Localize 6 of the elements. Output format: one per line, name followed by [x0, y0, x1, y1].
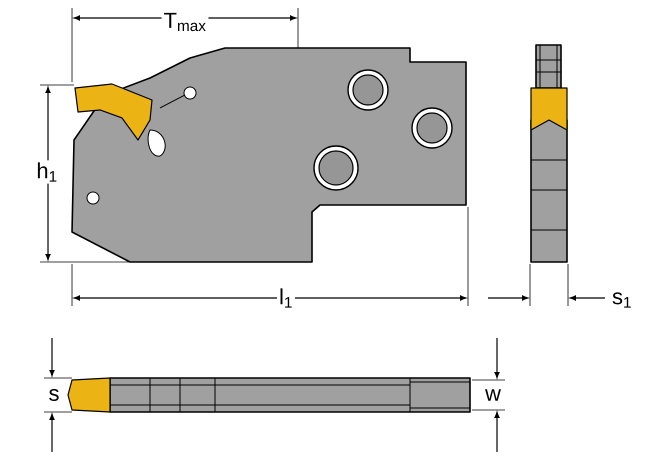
dimension-label: w	[483, 387, 503, 403]
dimension-label: s	[46, 387, 62, 403]
dimension-label: h$_{1}$	[34, 160, 60, 184]
dimension-label: T$_{max}$	[162, 10, 208, 34]
dimension-label: s$_{1}$	[610, 290, 634, 310]
dimension-label: l$_{1}$	[277, 286, 295, 310]
